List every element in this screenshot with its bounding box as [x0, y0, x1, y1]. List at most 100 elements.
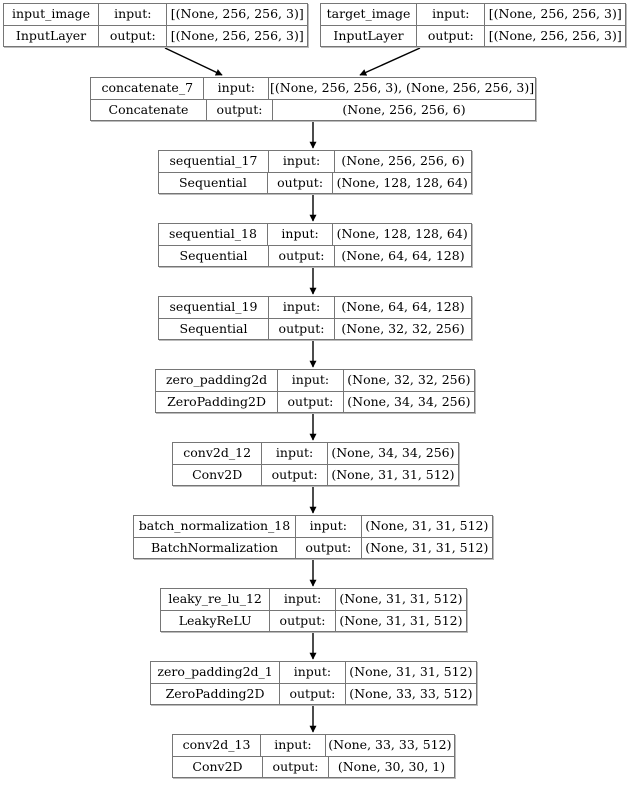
input-shape: (None, 64, 64, 128) [341, 299, 465, 314]
input-label: input: [417, 4, 486, 25]
output-label: output: [280, 683, 346, 704]
input-label: input: [261, 735, 326, 756]
node-class-name: InputLayer [4, 25, 100, 46]
node-name: zero_padding2d_1 [151, 662, 281, 683]
node-name: sequential_17 [159, 151, 269, 172]
node-class-name: ZeroPadding2D [151, 683, 281, 704]
node-name: conv2d_12 [173, 443, 263, 464]
node-class-name: LeakyReLU [161, 610, 271, 631]
node-name: target_image [321, 4, 418, 25]
input-label: input: [270, 589, 336, 610]
node-class-name: Concatenate [91, 99, 207, 120]
node-name: conv2d_13 [173, 735, 262, 756]
node-class-name: Sequential [159, 245, 269, 266]
output-label: output: [207, 99, 273, 120]
node-name: batch_normalization_18 [134, 516, 296, 537]
output-shape: [(None, 256, 256, 3)] [488, 27, 622, 43]
input-label: input: [280, 662, 346, 683]
input-shape: [(None, 256, 256, 3), (None, 256, 256, 3… [270, 80, 535, 95]
input-shape: (None, 31, 31, 512) [349, 664, 473, 679]
edge-input_image-to-concatenate_7 [164, 47, 223, 76]
output-label: output: [269, 318, 335, 339]
node-class-name: InputLayer [321, 25, 418, 46]
input-shape: (None, 31, 31, 512) [339, 591, 463, 606]
output-label: output: [99, 25, 168, 46]
node-class-name: Conv2D [173, 756, 263, 777]
input-label: input: [269, 151, 335, 172]
input-shape: (None, 256, 256, 6) [341, 153, 465, 168]
node-name: zero_padding2d [156, 370, 279, 391]
output-label: output: [270, 610, 336, 631]
input-shape: (None, 33, 33, 512) [328, 737, 452, 752]
node-class-name: BatchNormalization [134, 537, 296, 558]
node-class-name: ZeroPadding2D [156, 391, 279, 412]
input-shape: [(None, 256, 256, 3)] [170, 6, 304, 21]
input-shape: (None, 128, 128, 64) [336, 226, 468, 241]
output-shape: (None, 30, 30, 1) [337, 758, 446, 774]
output-label: output: [417, 25, 486, 46]
output-label: output: [263, 756, 329, 777]
output-shape: (None, 256, 256, 6) [342, 101, 466, 117]
edge-target_image-to-concatenate_7 [359, 47, 421, 76]
node-class-name: Conv2D [173, 464, 263, 485]
input-shape: (None, 31, 31, 512) [365, 518, 489, 533]
input-label: input: [296, 516, 362, 537]
node-class-name: Sequential [159, 172, 268, 193]
output-shape: (None, 128, 128, 64) [336, 174, 468, 190]
output-shape: (None, 34, 34, 256) [347, 393, 471, 409]
input-label: input: [262, 443, 328, 464]
input-shape: (None, 34, 34, 256) [331, 445, 455, 460]
output-label: output: [268, 172, 334, 193]
input-shape: [(None, 256, 256, 3)] [488, 6, 622, 21]
output-shape: (None, 33, 33, 512) [349, 685, 473, 701]
node-name: leaky_re_lu_12 [161, 589, 271, 610]
output-shape: (None, 64, 64, 128) [341, 247, 465, 263]
node-name: input_image [4, 4, 100, 25]
output-shape: [(None, 256, 256, 3)] [170, 27, 304, 43]
output-shape: (None, 31, 31, 512) [331, 466, 455, 482]
node-name: concatenate_7 [91, 78, 205, 99]
output-label: output: [269, 245, 335, 266]
input-label: input: [99, 4, 168, 25]
output-shape: (None, 31, 31, 512) [339, 612, 463, 628]
output-label: output: [296, 537, 362, 558]
input-label: input: [268, 224, 334, 245]
output-shape: (None, 31, 31, 512) [365, 539, 489, 555]
node-class-name: Sequential [159, 318, 269, 339]
output-label: output: [262, 464, 328, 485]
